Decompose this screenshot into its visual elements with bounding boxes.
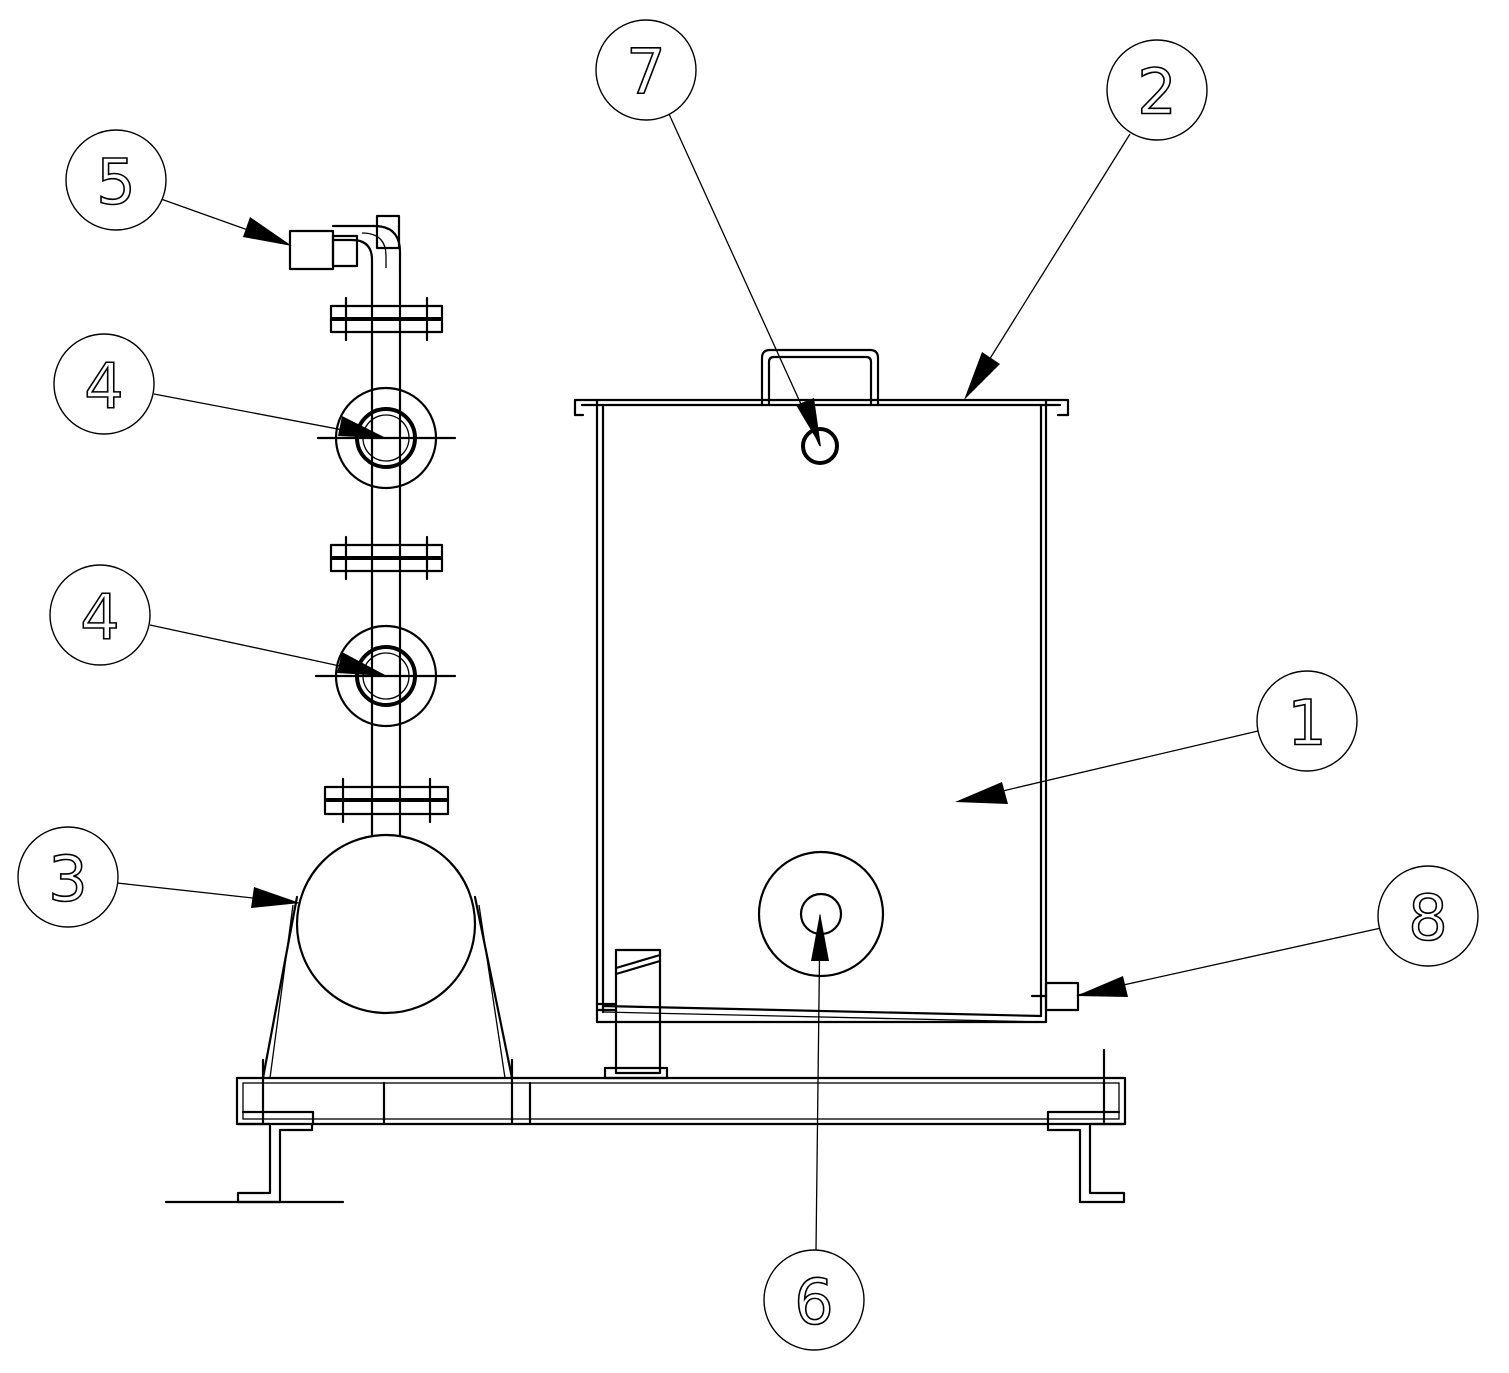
pipe-flange-top (329, 296, 444, 342)
base-frame (235, 1048, 1127, 1126)
callout-3: 3 (17, 826, 119, 928)
left-foot (164, 1122, 345, 1204)
leader-lines (116, 113, 1382, 1251)
callout-7: 7 (595, 19, 697, 121)
callout-4-upper: 4 (53, 333, 155, 435)
pump (261, 833, 514, 1080)
svg-text:8: 8 (1408, 882, 1447, 955)
discharge-pipe (370, 266, 402, 837)
pipe-flange-bottom (323, 777, 450, 824)
callout-1: 1 (1256, 670, 1358, 772)
callout-5: 5 (65, 129, 167, 231)
callout-4-lower: 4 (49, 564, 151, 666)
tank (573, 398, 1070, 1024)
pipe-flange-middle (329, 535, 444, 581)
svg-text:4: 4 (80, 581, 119, 654)
right-foot (1046, 1122, 1126, 1204)
svg-text:6: 6 (794, 1266, 833, 1339)
svg-text:5: 5 (96, 146, 135, 219)
tank-outlet-pipe (595, 948, 669, 1080)
outlet-elbow (288, 214, 402, 271)
svg-text:1: 1 (1287, 687, 1326, 760)
tank-lid-handle (760, 348, 880, 407)
valve-upper (316, 386, 457, 490)
drain-nozzle (1030, 981, 1080, 1012)
vent-hole (801, 427, 839, 465)
svg-text:4: 4 (84, 350, 123, 423)
svg-text:3: 3 (48, 843, 87, 916)
svg-text:2: 2 (1137, 56, 1176, 129)
callout-8: 8 (1377, 865, 1479, 967)
svg-text:7: 7 (626, 36, 665, 109)
callout-6: 6 (763, 1249, 865, 1351)
callout-2: 2 (1106, 39, 1208, 141)
